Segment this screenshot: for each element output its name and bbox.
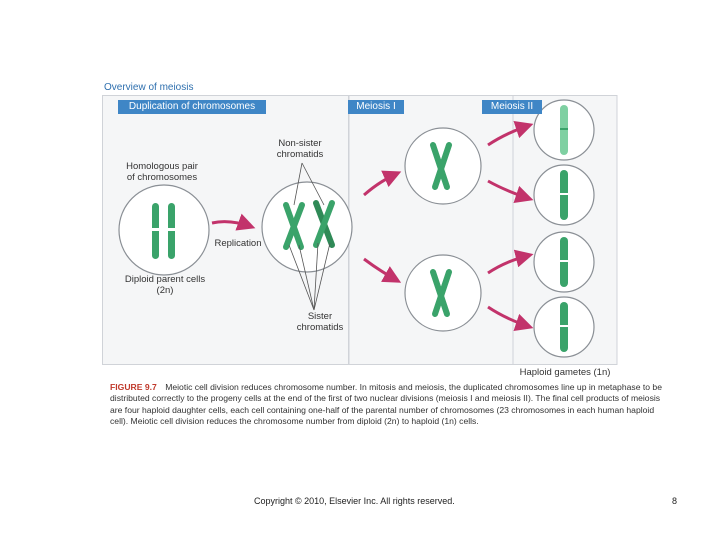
arrow-to-gamete-1 bbox=[487, 121, 534, 147]
label-sister-line1: Sister bbox=[307, 311, 333, 322]
label-nonsister-line1: Non-sister bbox=[278, 138, 322, 149]
replicated-chromosome-right bbox=[313, 200, 335, 248]
gamete-3 bbox=[533, 231, 595, 293]
replicated-cell bbox=[261, 181, 353, 273]
label-diploid-line2: (2n) bbox=[156, 285, 174, 296]
gamete-4 bbox=[533, 296, 595, 358]
label-homologous-pair: Homologous pair of chromosomes bbox=[116, 161, 208, 183]
meiosis1-chromosome-bottom bbox=[430, 269, 452, 317]
label-non-sister-chromatids: Non-sister chromatids bbox=[270, 138, 330, 160]
label-sister-line2: chromatids bbox=[296, 322, 344, 333]
label-diploid-parent: Diploid parent cells (2n) bbox=[110, 274, 220, 296]
arrow-to-meiosis1-bottom bbox=[363, 257, 402, 283]
label-homologous-line1: Homologous pair bbox=[126, 161, 198, 172]
caption-figure-label: FIGURE 9.7 bbox=[110, 382, 157, 392]
gamete-1 bbox=[533, 99, 595, 161]
caption-text: Meiotic cell division reduces chromosome… bbox=[110, 382, 662, 427]
arrow-to-gamete-3 bbox=[487, 249, 534, 275]
figure-title: Overview of meiosis bbox=[104, 82, 194, 93]
panel-label-meiosis2: Meiosis II bbox=[482, 100, 542, 114]
replication-arrow bbox=[211, 213, 256, 231]
label-sister-chromatids: Sister chromatids bbox=[288, 311, 352, 333]
page-number: 8 bbox=[672, 496, 678, 506]
meiosis1-chromosome-top bbox=[430, 142, 452, 190]
meiosis-diagram: Duplication of chromosomes Meiosis I Mei… bbox=[102, 95, 618, 378]
label-diploid-line1: Diploid parent cells bbox=[124, 274, 206, 285]
diagram-artwork bbox=[102, 95, 618, 365]
gamete-2 bbox=[533, 164, 595, 226]
panel-label-meiosis1: Meiosis I bbox=[348, 100, 404, 114]
replicated-chromosome-left bbox=[283, 202, 305, 250]
sister-pointer-lines bbox=[288, 242, 331, 311]
arrow-to-meiosis1-top bbox=[363, 170, 402, 197]
arrow-to-gamete-2 bbox=[487, 179, 534, 203]
homologous-chromosome-pair bbox=[152, 203, 175, 259]
label-homologous-line2: of chromosomes bbox=[126, 172, 198, 183]
panel-label-duplication: Duplication of chromosomes bbox=[118, 100, 266, 114]
label-haploid-gametes: Haploid gametes (1n) bbox=[519, 367, 611, 378]
label-nonsister-line2: chromatids bbox=[276, 149, 324, 160]
non-sister-pointer-lines bbox=[293, 162, 325, 206]
arrow-to-gamete-4 bbox=[487, 305, 534, 331]
diploid-parent-cell bbox=[118, 184, 210, 276]
copyright-footer: Copyright © 2010, Elsevier Inc. All righ… bbox=[254, 496, 455, 506]
figure-caption: FIGURE 9.7 Meiotic cell division reduces… bbox=[110, 382, 670, 428]
label-replication: Replication bbox=[214, 238, 262, 249]
